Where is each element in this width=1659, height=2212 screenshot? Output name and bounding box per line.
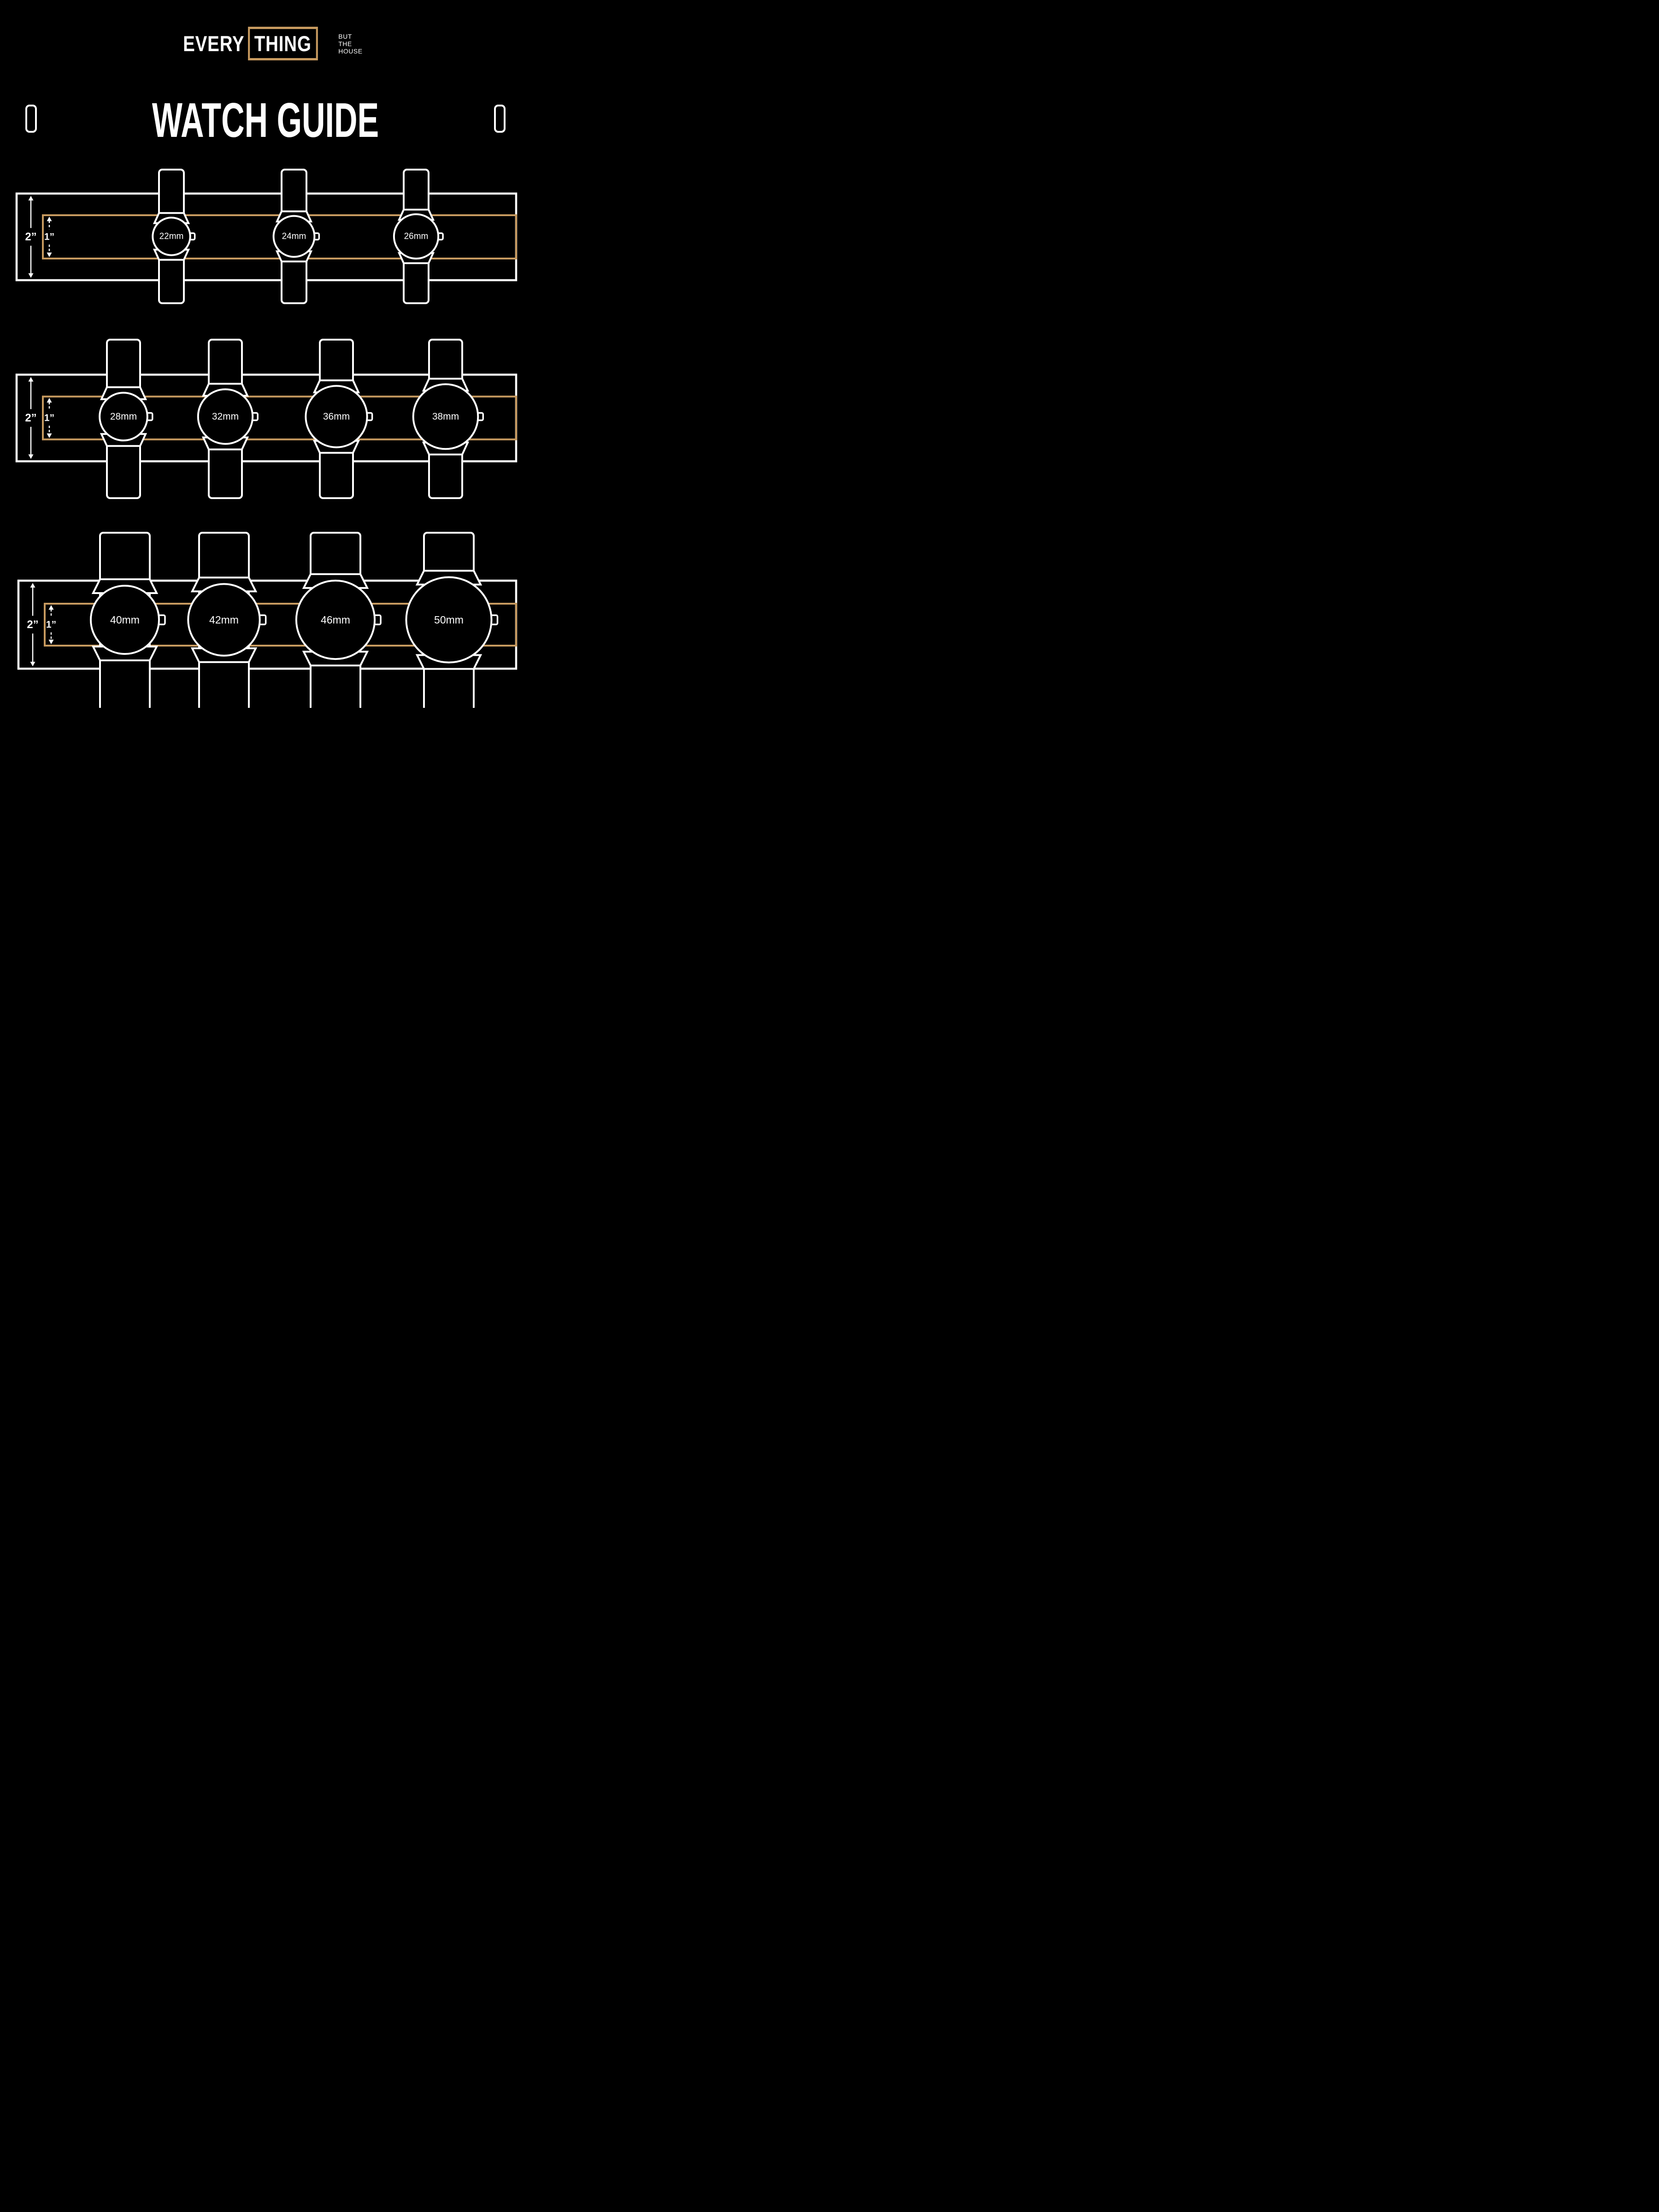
watch-22mm: 22mm <box>152 169 196 304</box>
watch-face <box>90 585 160 655</box>
arrowhead-up <box>47 398 52 403</box>
watch-size-label: 24mm <box>282 232 306 241</box>
watch-size-label: 28mm <box>110 412 137 422</box>
arrowhead-up <box>28 377 34 382</box>
watch-size-label: 26mm <box>404 232 429 241</box>
watch-size-label: 42mm <box>209 614 239 626</box>
watch-size-label: 36mm <box>323 412 350 422</box>
logo-wordmark: EVERY THING <box>183 27 318 60</box>
dimension-label: 2” <box>25 231 36 243</box>
dimension-label: 1” <box>46 619 56 630</box>
arrowhead-up <box>48 605 54 610</box>
arrowhead-down <box>47 433 52 438</box>
page-title: WATCH GUIDE <box>152 93 379 147</box>
watch-size-diagram: 2” 1” 22mm 24mm 26mm 2” 1” 28mm 32mm 36mm 38mm 2” 1”… <box>15 105 518 708</box>
logo-tagline: BUT THE HOUSE <box>338 33 362 55</box>
watch-24mm: 24mm <box>272 169 320 304</box>
arrowhead-up <box>30 583 35 588</box>
size-row-3: 2” 1” 40mm 42mm 46mm 50mm <box>17 532 518 708</box>
watch-42mm: 42mm <box>187 532 267 708</box>
watch-guide-infographic: EVERY THING BUT THE HOUSE WATCH GUIDE 2”… <box>0 0 531 708</box>
one-inch-reference-band <box>42 395 517 441</box>
watch-50mm: 50mm <box>405 532 499 708</box>
arrowhead-down <box>48 640 54 644</box>
dimension-label: 1” <box>44 232 54 242</box>
ebth-logo: EVERY THING BUT THE HOUSE <box>0 27 531 60</box>
watch-face <box>187 583 261 657</box>
watch-size-label: 40mm <box>110 614 140 626</box>
watch-size-label: 46mm <box>321 614 350 626</box>
logo-thing-box: THING <box>248 27 318 60</box>
dimension-label: 2” <box>27 618 38 631</box>
dimension-label: 2” <box>25 412 36 424</box>
logo-tagline-house: HOUSE <box>338 47 363 55</box>
watch-face <box>295 579 376 660</box>
watch-36mm: 36mm <box>305 339 373 499</box>
watch-size-label: 38mm <box>432 412 459 422</box>
watch-face <box>99 392 148 441</box>
watch-size-label: 22mm <box>159 232 184 241</box>
watch-face <box>272 215 316 258</box>
watch-size-label: 50mm <box>434 614 464 626</box>
arrowhead-down <box>30 662 35 666</box>
logo-tagline-the: THE <box>338 40 352 47</box>
watch-38mm: 38mm <box>412 339 484 499</box>
watch-face <box>152 217 191 256</box>
size-row-1: 2” 1” 22mm 24mm 26mm <box>15 169 518 304</box>
dimension-label: 1” <box>44 413 54 424</box>
watch-face <box>197 388 254 445</box>
logo-tagline-but: BUT <box>338 32 352 40</box>
arrowhead-up <box>28 196 34 200</box>
decorative-fragment-left <box>25 105 37 133</box>
logo-thing: THING <box>254 31 312 56</box>
watch-face <box>393 213 440 260</box>
arrowhead-up <box>47 217 52 221</box>
logo-every: EVERY <box>183 31 245 56</box>
watch-46mm: 46mm <box>295 532 382 708</box>
arrowhead-down <box>28 454 34 459</box>
watch-40mm: 40mm <box>90 532 166 708</box>
watch-28mm: 28mm <box>99 339 153 499</box>
watch-size-label: 32mm <box>212 412 239 422</box>
arrowhead-down <box>47 253 52 257</box>
size-row-2: 2” 1” 28mm 32mm 36mm 38mm <box>15 339 518 499</box>
decorative-fragment-right <box>494 105 506 133</box>
watch-face <box>305 385 368 448</box>
watch-32mm: 32mm <box>197 339 259 499</box>
watch-face <box>412 383 479 450</box>
arrowhead-down <box>28 273 34 278</box>
watch-26mm: 26mm <box>393 169 444 304</box>
watch-face <box>405 576 493 664</box>
one-inch-reference-band <box>44 603 517 647</box>
